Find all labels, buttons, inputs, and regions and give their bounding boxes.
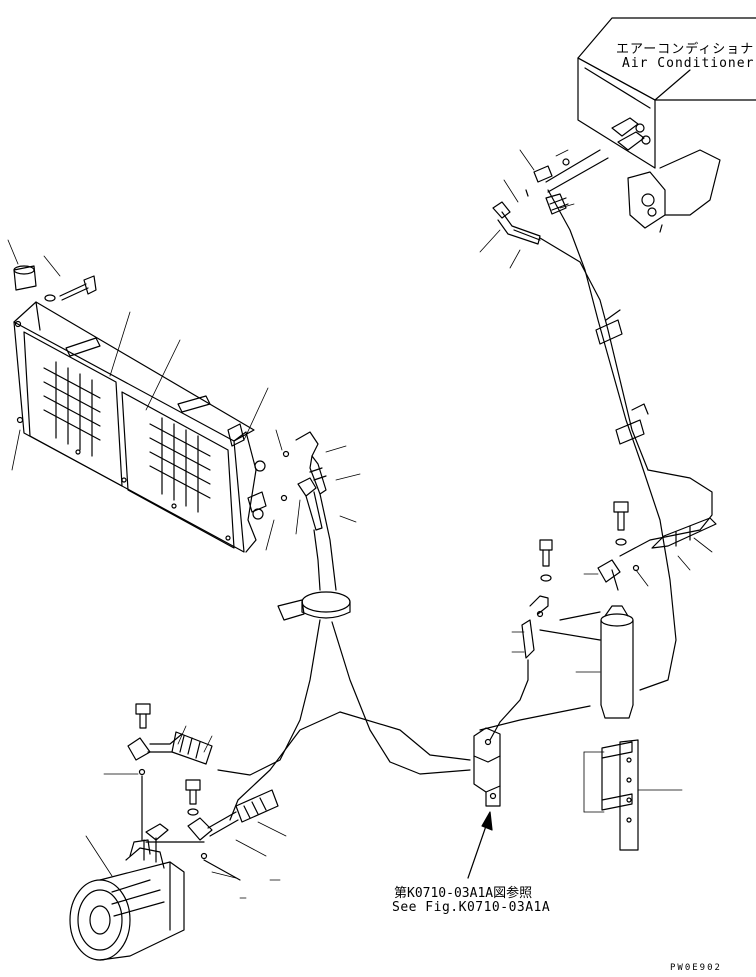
air-conditioner-label-en: Air Conditioner <box>622 56 755 71</box>
main-hoses <box>217 619 591 821</box>
ac-hose-upper <box>492 149 649 471</box>
reference-label-jp: 第K0710-03A1A図参照 <box>394 886 533 901</box>
condenser <box>13 301 267 553</box>
leader-lines <box>7 149 713 899</box>
air-conditioner-unit <box>577 17 756 233</box>
reference-arrow <box>467 811 493 879</box>
drier-hose <box>499 595 549 723</box>
figure-code: PW0E902 <box>670 963 722 973</box>
air-conditioner-label-jp: エアーコンディショナ <box>616 42 755 57</box>
receiver-drier <box>539 605 634 719</box>
compressor-fittings <box>127 703 279 860</box>
hose-clamps <box>595 309 649 445</box>
condenser-hoses <box>295 431 337 591</box>
condenser-hardware <box>13 265 290 502</box>
drier-bracket <box>601 739 639 851</box>
reference-label-en: See Fig.K0710-03A1A <box>392 900 551 915</box>
compressor <box>69 775 241 961</box>
drier-hardware <box>536 501 640 618</box>
center-clip <box>473 727 501 807</box>
hose-clamp-ring <box>277 591 351 621</box>
hose-to-drier <box>619 459 717 691</box>
